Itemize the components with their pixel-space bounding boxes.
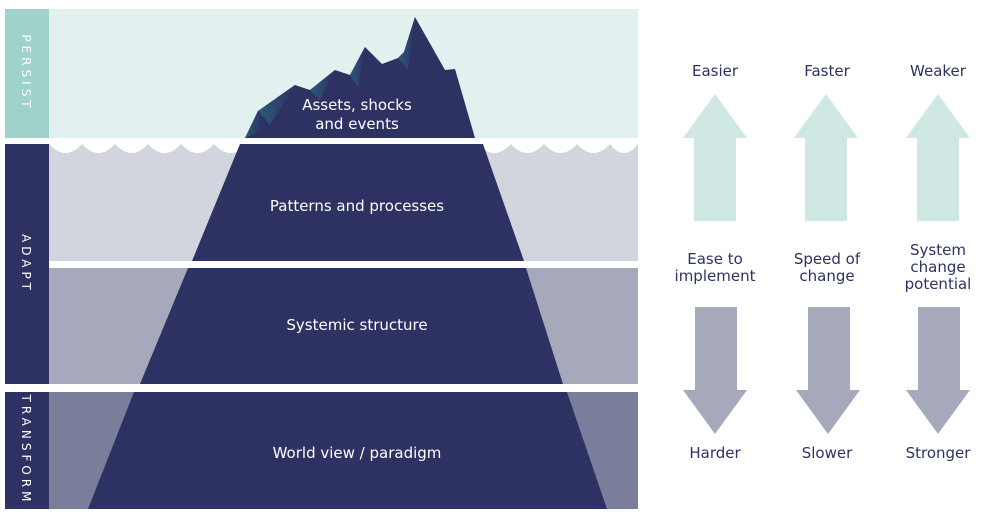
dimension-label-line: System — [910, 241, 966, 259]
persist-label: PERSIST — [19, 34, 33, 111]
dimension-top-label: Easier — [692, 62, 739, 80]
layer-events-line2: and events — [315, 115, 399, 133]
dimension-bottom-label: Stronger — [906, 444, 972, 462]
dimension-top-label: Faster — [804, 62, 850, 80]
down-arrow-icon — [796, 307, 860, 434]
up-arrow-icon — [683, 94, 747, 221]
separator-waterline — [5, 138, 638, 144]
up-arrow-icon — [906, 94, 970, 221]
dimension-bottom-label: Harder — [689, 444, 741, 462]
dimension-column-ease: Easier Ease to implement Harder — [675, 62, 756, 462]
dimension-label-line: change — [910, 258, 965, 276]
down-arrow-icon — [906, 307, 970, 434]
transform-label: TRANSFORM — [19, 393, 33, 505]
dimension-label-line: potential — [905, 275, 972, 293]
down-arrow-icon — [683, 307, 747, 434]
dimension-label-line: implement — [675, 267, 756, 285]
dimension-label-line: change — [799, 267, 854, 285]
layer-patterns-label: Patterns and processes — [270, 197, 444, 215]
dimension-column-potential: Weaker System change potential Stronger — [905, 62, 972, 462]
dimension-column-speed: Faster Speed of change Slower — [794, 62, 861, 462]
layer-structure-label: Systemic structure — [286, 316, 427, 334]
separator-adapt — [49, 261, 638, 268]
dimension-label-line: Ease to — [687, 250, 743, 268]
dimension-bottom-label: Slower — [802, 444, 853, 462]
dimension-top-label: Weaker — [910, 62, 967, 80]
dimension-label-line: Speed of — [794, 250, 861, 268]
up-arrow-icon — [794, 94, 858, 221]
adapt-label: ADAPT — [19, 234, 33, 294]
separator-transform — [5, 384, 638, 392]
layer-worldview-label: World view / paradigm — [273, 444, 442, 462]
layer-events-line1: Assets, shocks — [302, 96, 412, 114]
